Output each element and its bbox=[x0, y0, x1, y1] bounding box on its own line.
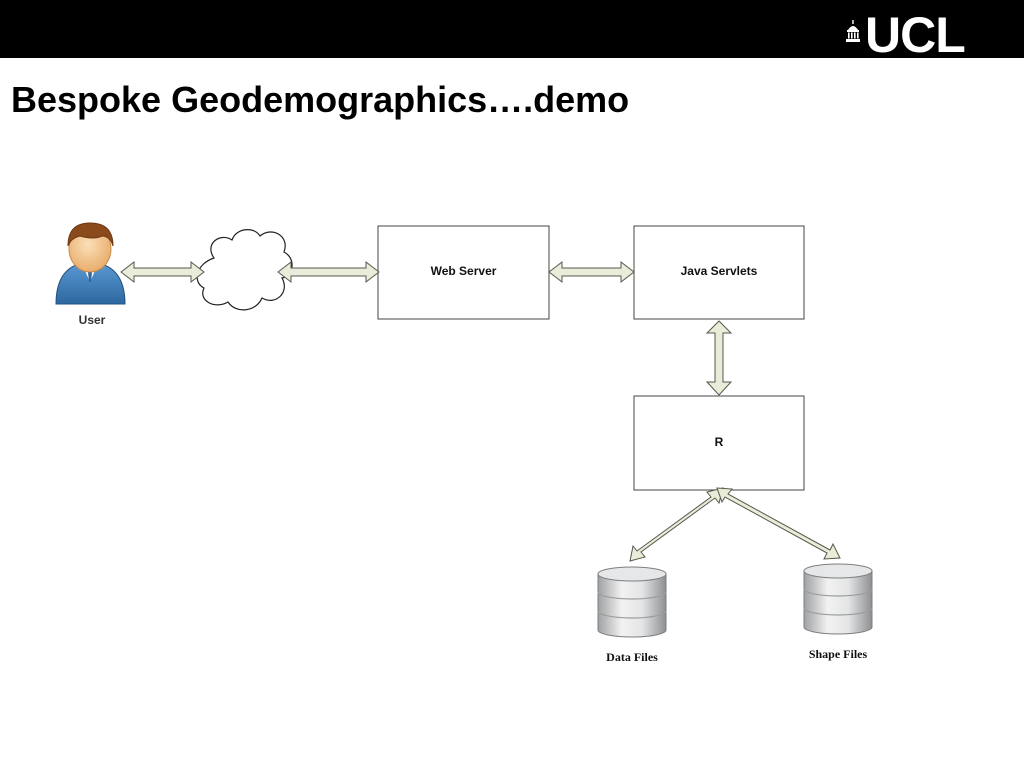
web-server-box bbox=[377, 225, 550, 320]
web-server-servlets-arrow bbox=[548, 260, 635, 284]
java-servlets-label: Java Servlets bbox=[681, 264, 758, 278]
servlets-r-arrow bbox=[705, 320, 733, 396]
header-bar: UCL bbox=[0, 0, 1024, 60]
web-server-label: Web Server bbox=[431, 264, 497, 278]
database-cylinder-icon bbox=[597, 566, 667, 638]
user-cloud-arrow bbox=[120, 260, 205, 284]
slide-title: Bespoke Geodemographics….demo bbox=[11, 79, 630, 120]
database-cylinder-icon bbox=[803, 563, 873, 635]
java-servlets-box bbox=[633, 225, 805, 320]
r-label: R bbox=[715, 435, 724, 449]
data-files-label: Data Files bbox=[606, 650, 658, 664]
internet-cloud-icon bbox=[196, 229, 293, 311]
user-avatar-icon bbox=[55, 222, 126, 305]
shape-files-label: Shape Files bbox=[809, 647, 868, 661]
logo-text: UCL bbox=[865, 7, 966, 63]
user-label: User bbox=[79, 313, 106, 327]
cloud-web-server-arrow bbox=[277, 260, 380, 284]
r-shape-files-arrow bbox=[716, 487, 841, 560]
r-data-files-arrow bbox=[629, 487, 724, 562]
ucl-logo: UCL bbox=[845, 10, 990, 60]
portico-dome-icon bbox=[846, 20, 860, 42]
